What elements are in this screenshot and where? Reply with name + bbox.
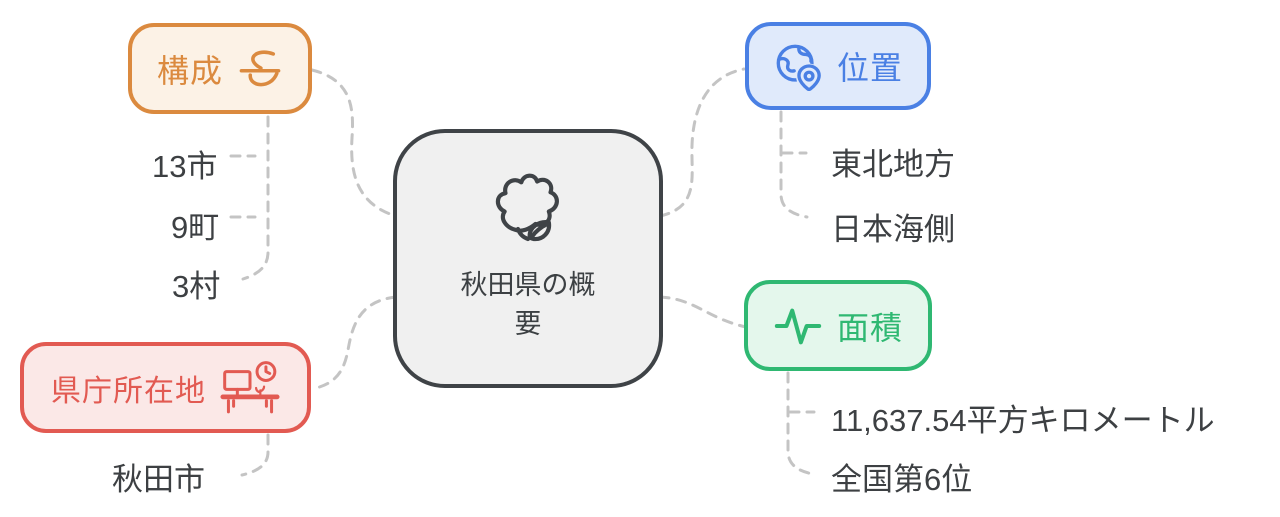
branch-menseki-label: 面積: [836, 309, 903, 346]
globe-pin-icon: [773, 41, 823, 91]
child-label-capital-city: 秋田市: [112, 462, 205, 497]
leaf-icon: [486, 169, 570, 254]
child-label-villages: 3村: [172, 269, 221, 304]
branch-ichi-label: 位置: [836, 50, 903, 86]
edge-center-kenchou: [310, 295, 398, 391]
child-label-towns: 9町: [171, 210, 220, 245]
branch-node-menseki: 面積: [744, 280, 932, 371]
activity-pulse-icon: [773, 301, 823, 351]
child-label-region: 東北地方: [831, 147, 955, 182]
branch-node-kenchou: 県庁所在地: [20, 342, 311, 433]
edge-center-ichi: [658, 67, 746, 218]
desk-clock-icon: [220, 360, 280, 415]
child-label-cities: 13市: [152, 149, 218, 184]
edge-center-kousei: [310, 68, 398, 218]
child-label-area-rank: 全国第6位: [831, 462, 973, 497]
edge-ichi-children-trunk: [779, 110, 809, 219]
center-node-akita-overview: 秋田県の概要: [393, 129, 663, 388]
edge-menseki-children-trunk: [786, 371, 815, 476]
branch-kousei-label: 構成: [156, 52, 223, 89]
section-symbol-icon: [237, 46, 283, 92]
edge-center-menseki: [658, 295, 748, 329]
edge-kenchou-child-trunk: [240, 433, 270, 477]
edge-kousei-children-trunk: [241, 115, 270, 281]
center-node-label: 秋田県の概要: [460, 270, 596, 340]
child-label-sea-side: 日本海側: [831, 212, 955, 247]
child-label-area-value: 11,637.54平方キロメートル: [831, 403, 1215, 438]
branch-kenchou-label: 県庁所在地: [51, 374, 206, 408]
branch-node-ichi: 位置: [745, 22, 931, 110]
branch-node-kousei: 構成: [128, 23, 312, 114]
